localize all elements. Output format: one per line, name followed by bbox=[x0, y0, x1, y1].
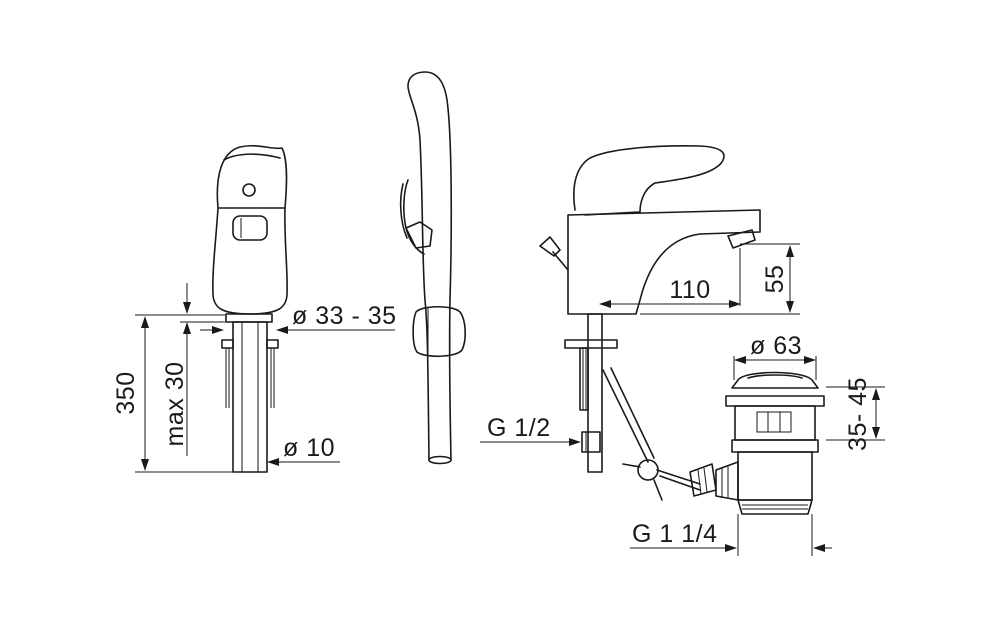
front-view bbox=[212, 144, 288, 473]
label-thread-waste: G 1 1/4 bbox=[632, 520, 718, 548]
side-dimensions bbox=[480, 243, 885, 556]
label-waste-range: 35- 45 bbox=[844, 377, 872, 451]
side-view bbox=[539, 145, 825, 515]
label-spout-reach: 110 bbox=[669, 276, 710, 304]
label-waste-diameter: ø 63 bbox=[750, 332, 802, 360]
front-dimensions bbox=[135, 283, 395, 473]
shower-handset-view bbox=[399, 71, 466, 465]
label-hole-diameter: ø 33 - 35 bbox=[292, 302, 397, 330]
label-spout-height: 55 bbox=[761, 265, 789, 294]
label-height-max: max 30 bbox=[161, 362, 189, 447]
label-height-total: 350 bbox=[112, 371, 140, 414]
label-tube-diameter: ø 10 bbox=[283, 434, 335, 462]
label-thread-inlet: G 1/2 bbox=[487, 414, 551, 442]
